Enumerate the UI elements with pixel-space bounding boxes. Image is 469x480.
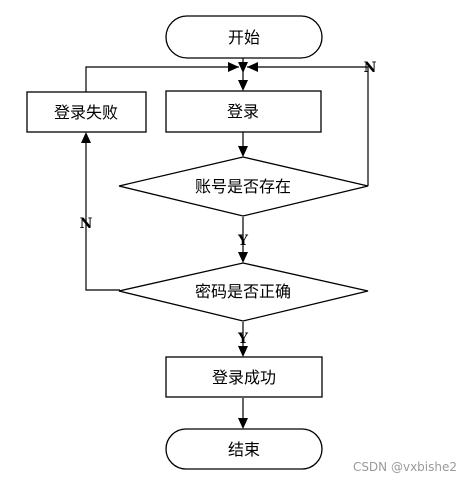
edge-password-no bbox=[85, 141, 120, 291]
arrowhead bbox=[238, 80, 248, 91]
password-correct-decision bbox=[118, 262, 369, 322]
login-label: 登录 bbox=[227, 102, 259, 121]
account-exists-decision bbox=[118, 156, 369, 217]
arrowhead bbox=[238, 418, 248, 429]
arrowhead bbox=[81, 132, 91, 143]
login-fail-box bbox=[26, 91, 147, 133]
edge-fail-to-login bbox=[85, 66, 239, 92]
account-yes-label: Y bbox=[237, 233, 249, 249]
password-correct-label: 密码是否正确 bbox=[195, 282, 291, 301]
login-box bbox=[165, 90, 322, 133]
login-success-box bbox=[165, 356, 323, 398]
end-label: 结束 bbox=[228, 440, 260, 459]
start-label: 开始 bbox=[228, 28, 260, 47]
arrowhead bbox=[238, 346, 248, 357]
arrowhead bbox=[238, 252, 248, 263]
password-no-label: N bbox=[80, 216, 93, 232]
arrowhead bbox=[238, 146, 248, 157]
account-no-label: N bbox=[364, 60, 377, 76]
password-yes-label: Y bbox=[237, 331, 249, 347]
end-terminal bbox=[165, 428, 323, 470]
start-terminal bbox=[165, 15, 323, 59]
login-success-label: 登录成功 bbox=[212, 368, 276, 387]
arrowhead bbox=[247, 62, 258, 72]
account-exists-label: 账号是否存在 bbox=[195, 177, 291, 196]
edge-account-no bbox=[247, 66, 369, 186]
login-fail-label: 登录失败 bbox=[54, 103, 118, 122]
watermark: CSDN @vxbishe2 bbox=[352, 460, 457, 474]
arrowhead bbox=[238, 62, 248, 73]
arrowhead bbox=[228, 62, 239, 72]
